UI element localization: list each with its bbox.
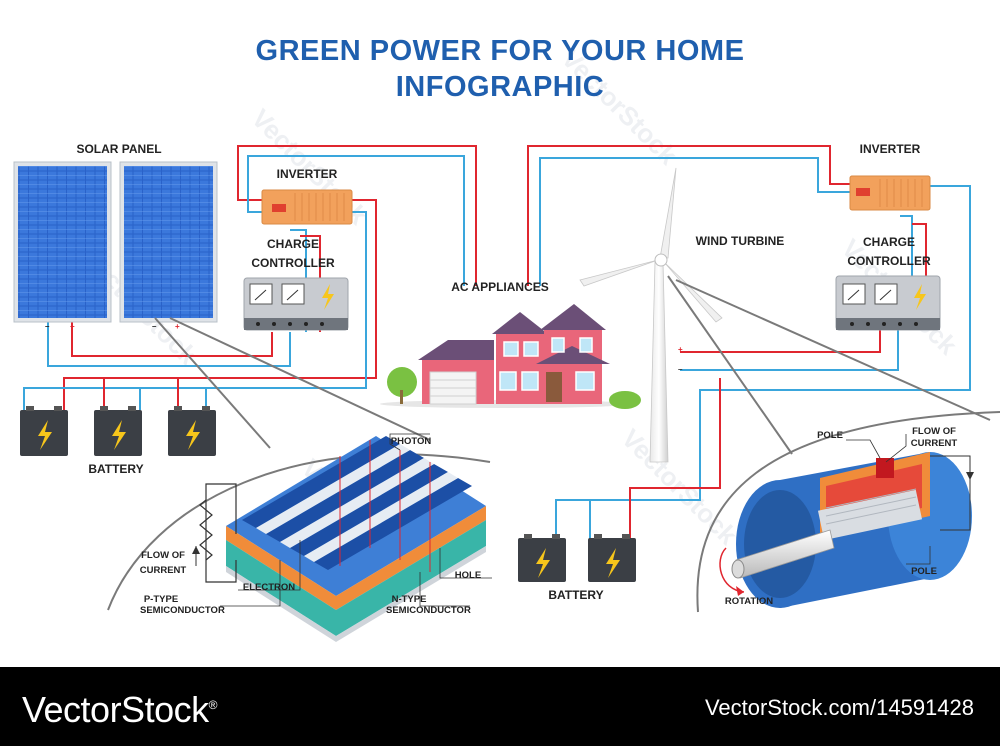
svg-text:+: + [678, 345, 683, 354]
label-hole: HOLE [454, 570, 482, 581]
inverter-right [849, 175, 931, 211]
charge-controller-right [835, 275, 941, 331]
footer-brand-reg: ® [208, 698, 218, 712]
footer-brand-text: VectorStock [22, 689, 209, 730]
label-battery-right: BATTERY [548, 588, 604, 602]
batteries-left [20, 406, 216, 456]
inverter-left [261, 189, 353, 225]
label-pole-bottom: POLE [911, 566, 937, 577]
label-n-type-1: N-TYPE [391, 594, 427, 605]
svg-text:VectorStock: VectorStock [616, 423, 744, 551]
label-p-type-1: P-TYPE [143, 594, 179, 605]
label-charge-left-1: CHARGE [266, 237, 319, 251]
solar-panel-2 [119, 161, 218, 323]
label-charge-left-2: CONTROLLER [251, 256, 335, 270]
label-pole-top: POLE [817, 430, 843, 441]
solar-cell-callout [107, 317, 492, 642]
title-line-1: GREEN POWER FOR YOUR HOME [255, 35, 745, 67]
svg-text:+: + [175, 322, 180, 331]
label-inverter-right: INVERTER [859, 142, 921, 156]
label-wind-turbine: WIND TURBINE [695, 234, 785, 248]
footer-bar: VectorStock® VectorStock.com/14591428 [0, 667, 1000, 746]
label-p-type-2: SEMICONDUCTOR [140, 605, 225, 616]
label-flow-right-1: FLOW OF [912, 426, 956, 437]
label-charge-right-2: CONTROLLER [847, 254, 931, 268]
label-rotation: ROTATION [724, 596, 774, 607]
wires-right [527, 145, 971, 540]
house [380, 304, 641, 409]
svg-text:–: – [45, 322, 50, 331]
diagram-graphics: VectorStock VectorStock VectorStock Vect… [13, 43, 1000, 642]
wires-left [23, 145, 477, 410]
generator-callout [667, 275, 1000, 613]
svg-text:–: – [152, 322, 157, 331]
label-solar-panel: SOLAR PANEL [76, 142, 162, 156]
footer-url: VectorStock.com/14591428 [704, 695, 974, 720]
label-n-type-2: SEMICONDUCTOR [386, 605, 471, 616]
label-flow-left-2: CURRENT [139, 565, 187, 576]
label-ac-appliances: AC APPLIANCES [451, 280, 549, 294]
svg-text:+: + [70, 322, 75, 331]
title-line-2: INFOGRAPHIC [395, 71, 605, 103]
diagram-stage: VectorStock VectorStock VectorStock Vect… [13, 35, 1000, 642]
svg-text:–: – [678, 365, 683, 374]
label-flow-left-1: FLOW OF [141, 550, 185, 561]
label-inverter-left: INVERTER [276, 167, 338, 181]
label-flow-right-2: CURRENT [910, 438, 958, 449]
label-electron: ELECTRON [242, 582, 296, 593]
panel-terminals: – + – + [45, 322, 180, 331]
batteries-right [518, 534, 636, 582]
wind-turbine: + – [579, 167, 723, 463]
label-battery-left: BATTERY [88, 462, 144, 476]
label-charge-right-1: CHARGE [862, 235, 915, 249]
charge-controller-left [243, 277, 349, 331]
footer-brand: VectorStock® [22, 685, 217, 730]
label-photon: PHOTON [390, 436, 432, 447]
solar-panel-1 [13, 161, 112, 323]
